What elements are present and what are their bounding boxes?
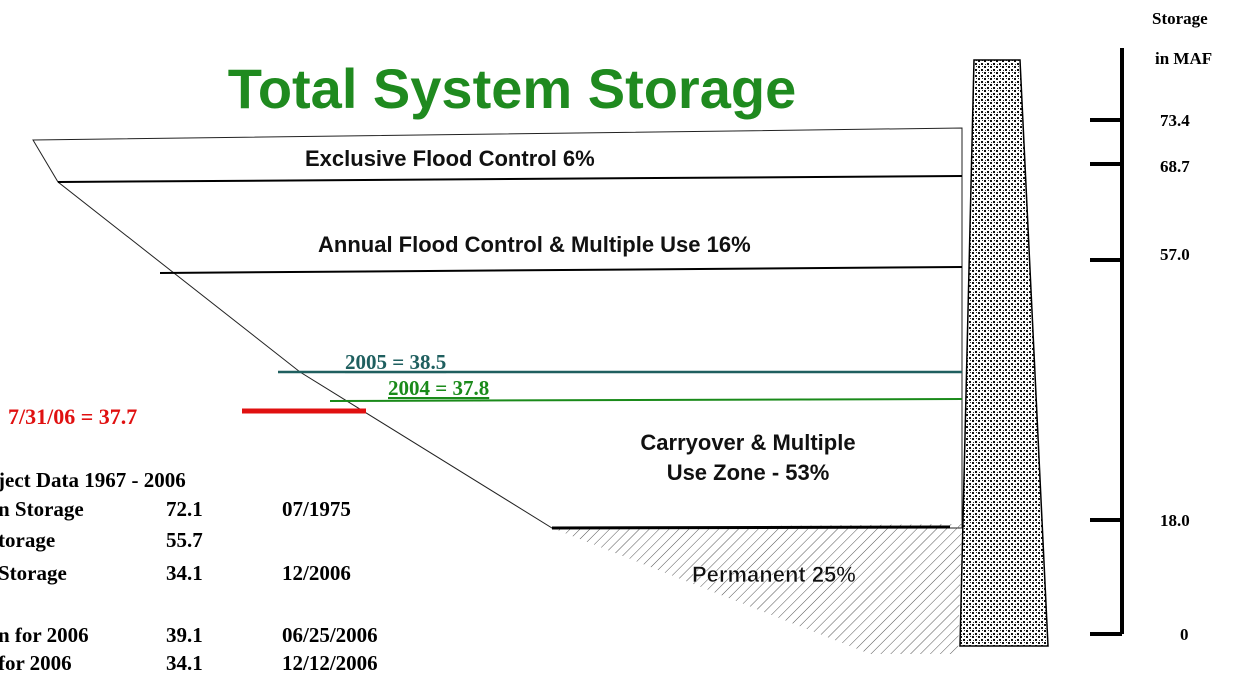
permanent-zone bbox=[552, 524, 962, 654]
project-data-table: ject Data 1967 - 2006 n Storage 72.1 07/… bbox=[0, 468, 378, 675]
table-row-label: Storage bbox=[0, 561, 67, 585]
table-row-label: for 2006 bbox=[0, 651, 72, 675]
scale-tick-label: 57.0 bbox=[1160, 245, 1190, 264]
scale-tick-label: 0 bbox=[1180, 625, 1189, 644]
scale-tick-label: 68.7 bbox=[1160, 157, 1190, 176]
zone-label-permanent: Permanent 25% bbox=[692, 562, 856, 587]
flood-control-boundary bbox=[57, 175, 963, 183]
level-2004-label: 2004 = 37.8 bbox=[388, 376, 489, 400]
table-row-value: 72.1 bbox=[166, 497, 203, 521]
level-2004-line bbox=[329, 398, 963, 402]
diagram-title: Total System Storage bbox=[228, 57, 796, 120]
table-row-label: torage bbox=[0, 528, 55, 552]
zone-label-flood: Exclusive Flood Control 6% bbox=[305, 146, 595, 171]
table-row-date: 12/2006 bbox=[282, 561, 351, 585]
current-level-label: 7/31/06 = 37.7 bbox=[8, 404, 137, 429]
scale-title-storage: Storage bbox=[1152, 9, 1208, 28]
dam bbox=[959, 59, 1049, 647]
table-row-label: n for 2006 bbox=[0, 623, 89, 647]
permanent-boundary bbox=[551, 525, 951, 530]
zone-label-annual: Annual Flood Control & Multiple Use 16% bbox=[318, 232, 751, 257]
zone-label-carryover-1: Carryover & Multiple bbox=[640, 430, 855, 455]
table-row-date: 06/25/2006 bbox=[282, 623, 378, 647]
table-header: ject Data 1967 - 2006 bbox=[0, 468, 186, 492]
level-2005-label: 2005 = 38.5 bbox=[345, 350, 446, 374]
table-row-value: 55.7 bbox=[166, 528, 203, 552]
table-row-value: 39.1 bbox=[166, 623, 203, 647]
scale-tick-label: 73.4 bbox=[1160, 111, 1190, 130]
scale-ticks bbox=[1090, 118, 1122, 636]
table-row-value: 34.1 bbox=[166, 651, 203, 675]
table-row-date: 07/1975 bbox=[282, 497, 351, 521]
scale-title-maf: in MAF bbox=[1155, 49, 1212, 68]
scale-tick-label: 18.0 bbox=[1160, 511, 1190, 530]
table-row-date: 12/12/2006 bbox=[282, 651, 378, 675]
table-row-label: n Storage bbox=[0, 497, 84, 521]
table-row-value: 34.1 bbox=[166, 561, 203, 585]
annual-flood-boundary bbox=[159, 266, 963, 274]
zone-label-carryover-2: Use Zone - 53% bbox=[667, 460, 830, 485]
